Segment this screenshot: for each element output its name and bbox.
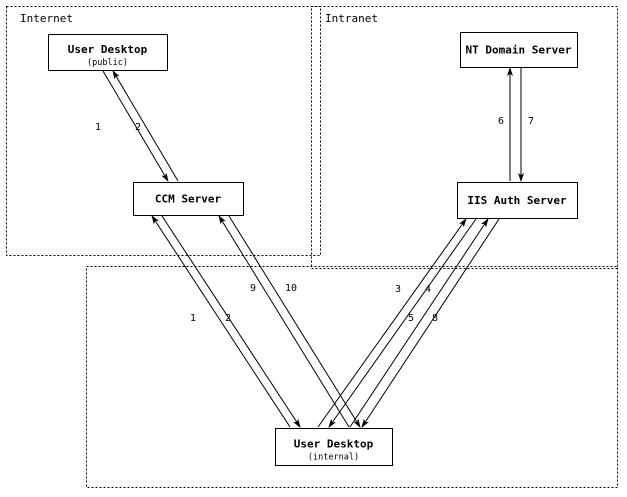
node-ccm-server: CCM Server: [133, 182, 244, 216]
node-title-iis-auth-server: IIS Auth Server: [467, 194, 567, 207]
flow-label-edge-1-public-to-ccm: 1: [95, 122, 101, 133]
flow-arrow-edge-3-internal-to-iis: [317, 218, 467, 428]
flow-arrow-edge-2-ccm-to-public: [112, 70, 179, 182]
flow-label-edge-6-iis-to-nt: 6: [498, 116, 504, 127]
zone-boundary-intranet: [311, 6, 618, 269]
edges-layer: [102, 67, 524, 428]
flow-arrow-edge-4-iis-to-internal: [328, 218, 477, 428]
flow-arrow-edge-9-internal-to-ccm: [218, 215, 350, 428]
node-user-desktop-internal: User Desktop (internal): [275, 428, 393, 466]
node-nt-domain-server: NT Domain Server: [460, 32, 578, 68]
edge-labels-layer: 1 2 6 7 1 2 9 10 3 4 5 8: [95, 116, 534, 324]
node-subtitle-user-desktop-internal: (internal): [308, 453, 359, 463]
zones-layer: Internet Intranet: [6, 6, 618, 488]
node-user-desktop-public: User Desktop (public): [48, 34, 168, 71]
flow-arrow-edge-1-public-to-ccm: [102, 70, 169, 182]
flow-label-edge-3-internal-to-iis: 3: [395, 284, 401, 295]
flow-label-edge-9-internal-to-ccm: 9: [250, 283, 256, 294]
flow-arrow-edge-1-internal-to-ccm: [151, 215, 291, 428]
node-box-user-desktop-internal: [275, 428, 393, 466]
flow-label-edge-10-ccm-to-internal: 10: [285, 283, 297, 294]
flow-label-edge-2-ccm-to-internal: 2: [225, 313, 231, 324]
node-title-user-desktop-internal: User Desktop: [294, 438, 374, 451]
node-box-user-desktop-public: [48, 34, 168, 71]
node-box-iis-auth-server: [457, 182, 578, 219]
flow-arrow-edge-2-ccm-to-internal: [161, 215, 301, 428]
zone-boundary-internet: [6, 6, 321, 256]
flow-label-edge-8-iis-to-internal: 8: [432, 313, 438, 324]
flow-label-edge-1-internal-to-ccm: 1: [190, 313, 196, 324]
node-title-ccm-server: CCM Server: [155, 193, 222, 206]
node-box-ccm-server: [133, 182, 244, 216]
nodes-layer: User Desktop (public) NT Domain ServerCCM …: [48, 32, 578, 466]
flow-label-edge-7-nt-to-iis: 7: [528, 116, 534, 127]
flow-label-edge-2-ccm-to-public: 2: [135, 122, 141, 133]
flow-arrow-edge-10-ccm-to-internal: [228, 215, 361, 428]
node-title-user-desktop-public: User Desktop: [68, 43, 148, 56]
node-title-nt-domain-server: NT Domain Server: [466, 44, 572, 57]
zone-boundary-internal-lan: [86, 266, 618, 488]
zone-label-internet: Internet: [20, 12, 73, 25]
flow-label-edge-5-internal-to-iis: 5: [408, 313, 414, 324]
zone-label-intranet: Intranet: [325, 12, 378, 25]
node-iis-auth-server: IIS Auth Server: [457, 182, 578, 219]
flow-arrow-edge-5-internal-to-iis: [349, 218, 489, 428]
flow-arrow-edge-8-iis-to-internal: [361, 218, 500, 428]
flow-label-edge-4-iis-to-internal: 4: [425, 284, 431, 295]
node-box-nt-domain-server: [460, 32, 578, 68]
node-subtitle-user-desktop-public: (public): [87, 58, 128, 68]
